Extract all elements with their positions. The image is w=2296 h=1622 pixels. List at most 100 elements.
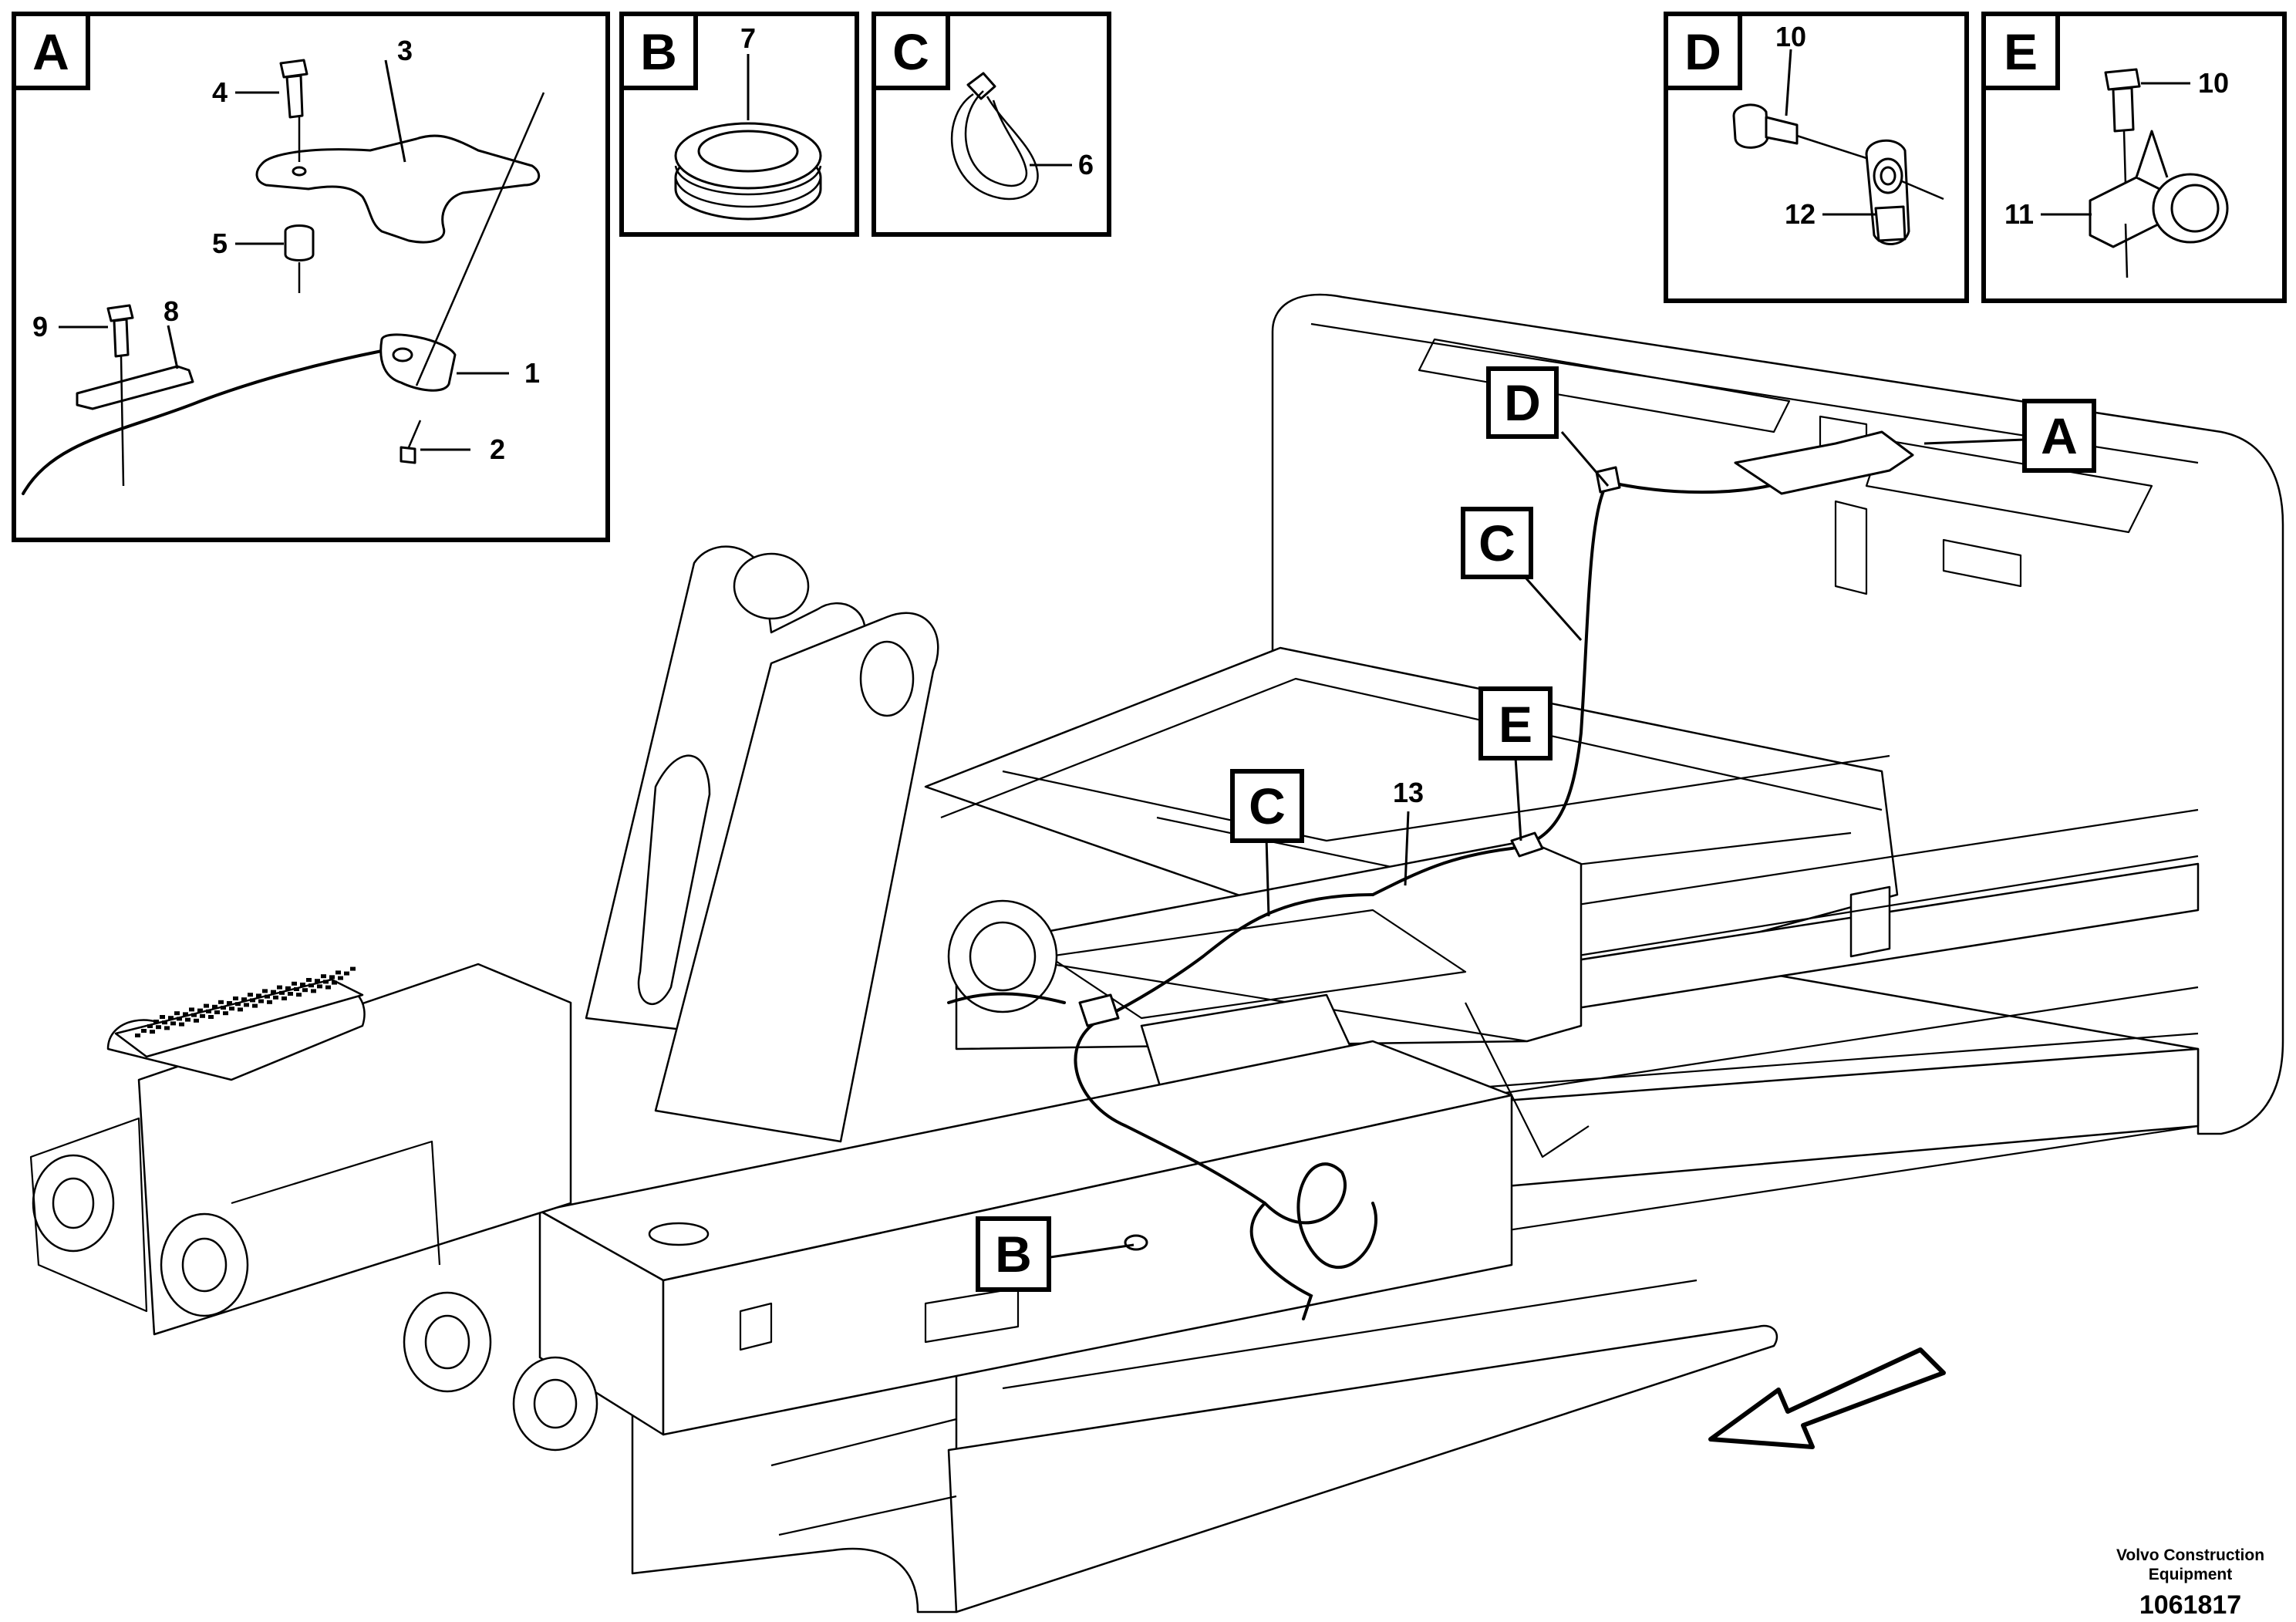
callout-13-label: 13	[1393, 777, 1424, 808]
panel-d-tag: D	[1684, 23, 1721, 80]
grill-hole	[279, 990, 285, 995]
cable-harness	[947, 430, 1914, 1320]
grill-hole	[208, 1015, 214, 1019]
grill-hole	[189, 1007, 194, 1012]
tag-c-lower-label: C	[1249, 777, 1286, 835]
grill-hole	[221, 1006, 226, 1010]
tag-c-upper-label: C	[1478, 514, 1515, 572]
grill-hole	[218, 1000, 224, 1004]
grill-hole	[250, 998, 255, 1003]
panel-c-callout-6: 6	[1078, 149, 1094, 180]
grill-hole	[292, 981, 297, 986]
main-tag-d: D	[1486, 366, 1610, 487]
tag-a-label: A	[2041, 407, 2078, 464]
panel-a-callout-3: 3	[397, 35, 413, 66]
swing-box	[538, 1040, 1513, 1436]
grill-hole	[285, 986, 291, 990]
panel-e-callout-11: 11	[2004, 198, 2034, 230]
grill-hole	[329, 975, 335, 980]
grill-hole	[168, 1016, 174, 1020]
grill-hole	[162, 1020, 167, 1025]
main-tag-e: E	[1478, 686, 1553, 841]
grill-hole	[194, 1018, 199, 1023]
grill-hole	[160, 1015, 165, 1019]
grill-hole	[147, 1024, 153, 1028]
left-side-frame	[29, 963, 598, 1452]
grill-hole	[267, 1000, 272, 1004]
main-tag-c-lower: C	[1230, 769, 1304, 917]
footer-credit: Volvo Construction Equipment 1061817	[2116, 1546, 2264, 1620]
grill-hole	[200, 1013, 205, 1018]
grill-hole	[229, 1007, 234, 1011]
grill-hole	[332, 980, 337, 985]
panel-a-callout-5: 5	[212, 228, 228, 259]
grill-hole	[273, 995, 278, 1000]
panel-e-callout-10: 10	[2198, 67, 2229, 99]
grill-hole	[233, 996, 238, 1000]
grill-hole	[315, 979, 320, 983]
grill-hole	[197, 1008, 203, 1013]
grill-hole	[227, 1001, 232, 1005]
tag-e-label: E	[1499, 696, 1532, 753]
grill-hole	[323, 980, 329, 984]
grill-hole	[294, 987, 299, 991]
panel-e-tag: E	[2004, 23, 2038, 80]
grill-hole	[141, 1029, 147, 1033]
grill-hole	[214, 1010, 220, 1014]
grill-hole	[265, 994, 270, 999]
grill-hole	[244, 1003, 249, 1007]
grill-hole	[338, 976, 343, 980]
grill-hole	[300, 983, 305, 986]
grill-hole	[185, 1017, 190, 1022]
boom-bracket	[585, 545, 1058, 1260]
credit-line-1: Volvo Construction	[2116, 1546, 2264, 1564]
tag-d-label: D	[1504, 374, 1541, 431]
grill-hole	[153, 1020, 159, 1023]
grill-hole	[258, 999, 264, 1003]
main-assembly: D A C E C B 13	[29, 293, 2284, 1614]
main-tag-b: B	[976, 1216, 1135, 1292]
grill-hole	[282, 996, 287, 1000]
cable-tie	[950, 72, 1039, 201]
grill-hole	[311, 989, 316, 993]
grill-hole	[325, 985, 331, 990]
grill-hole	[150, 1030, 155, 1034]
main-tag-a: A	[1923, 399, 2096, 473]
grill-hole	[302, 988, 308, 993]
panel-c-tag: C	[892, 23, 929, 80]
panel-a-tag: A	[32, 23, 69, 80]
grill-hole	[191, 1013, 197, 1017]
panel-a-callout-9: 9	[32, 311, 48, 342]
grill-hole	[179, 1022, 184, 1027]
main-callout-13: 13	[1393, 777, 1424, 886]
grill-hole	[321, 974, 326, 979]
grill-hole	[135, 1034, 140, 1037]
grill-hole	[177, 1017, 182, 1021]
grill-hole	[277, 985, 282, 990]
detail-panel-a: A 3 4 5 8 9 1	[12, 12, 610, 542]
detail-panel-b: B 7	[619, 12, 859, 237]
direction-arrow-icon	[1708, 1347, 1946, 1449]
grill-hole	[335, 970, 341, 975]
grill-hole	[308, 983, 314, 988]
detail-panel-e: E 10 11	[1981, 12, 2287, 303]
panel-a-callout-1: 1	[524, 357, 540, 389]
grill-hole	[183, 1012, 188, 1017]
grill-hole	[317, 984, 322, 989]
grill-hole	[206, 1009, 211, 1013]
grill-hole	[223, 1011, 228, 1016]
grill-hole	[174, 1011, 180, 1016]
grill-hole	[288, 992, 293, 996]
panel-d-callout-12: 12	[1785, 198, 1816, 230]
grill-hole	[204, 1003, 209, 1008]
panel-a-callout-8: 8	[164, 295, 179, 327]
panel-d-callout-10: 10	[1775, 21, 1806, 52]
grill-hole	[262, 989, 268, 993]
credit-line-2: Equipment	[2149, 1566, 2233, 1583]
grill-hole	[241, 997, 247, 1002]
detail-panel-d: D 10 12	[1664, 12, 1969, 303]
grill-hole	[344, 971, 349, 976]
grill-hole	[212, 1004, 217, 1009]
tag-b-label: B	[995, 1226, 1032, 1283]
